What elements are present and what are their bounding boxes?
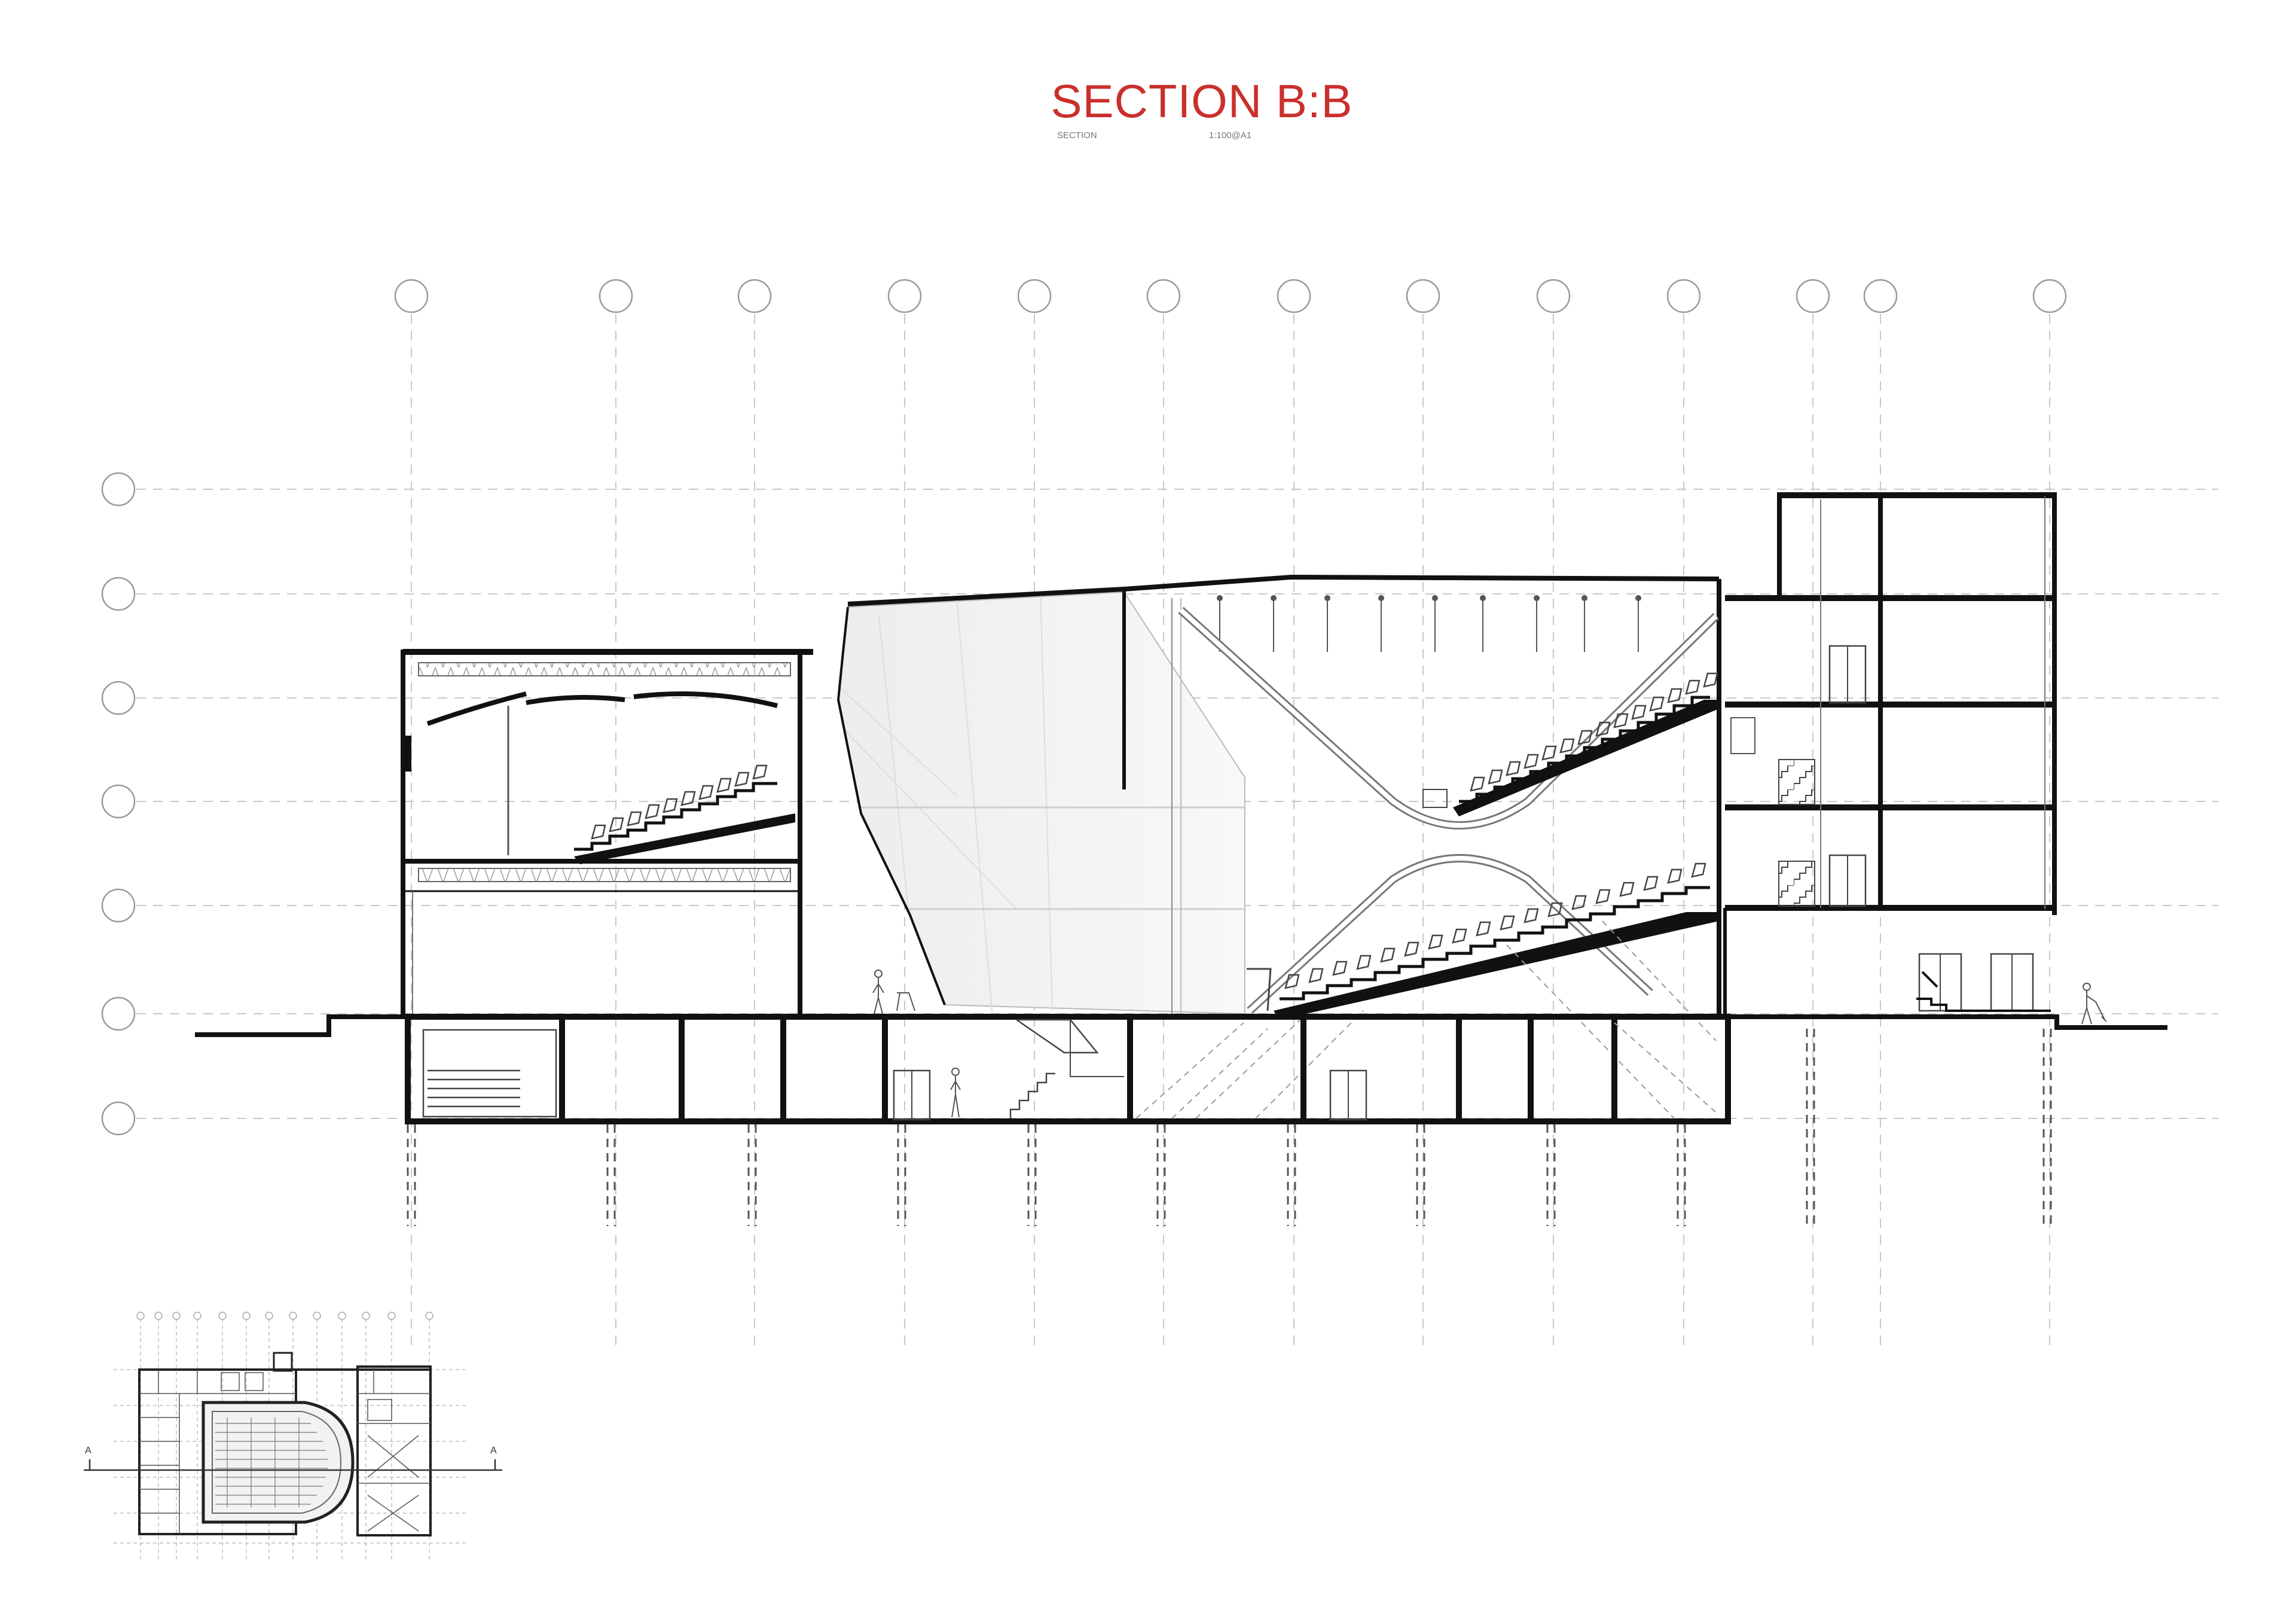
scale-label: 1:100@A1 xyxy=(1209,130,1252,141)
column-grid xyxy=(411,314,2050,1352)
key-plan: A A xyxy=(84,1312,502,1561)
studio-theatre-block xyxy=(401,649,813,1019)
scale-figures xyxy=(872,969,2107,1118)
section-cut-label-left: A xyxy=(85,1446,91,1456)
title-block: SECTION B:B SECTION 1:100@A1 xyxy=(987,78,1405,150)
sheet-title: SECTION B:B xyxy=(1051,75,1353,127)
office-tower xyxy=(1723,492,2057,1017)
drawing-type-label: SECTION xyxy=(1057,130,1097,141)
auditorium-shell xyxy=(836,574,1720,1017)
foundation-piles xyxy=(407,1029,2052,1226)
main-hall xyxy=(1122,579,1721,1119)
ground-and-basement xyxy=(195,1014,2167,1124)
section-cut-label-right: A xyxy=(490,1446,497,1456)
column-grid-bubbles xyxy=(394,279,2067,313)
level-grid-bubbles xyxy=(101,472,136,1136)
